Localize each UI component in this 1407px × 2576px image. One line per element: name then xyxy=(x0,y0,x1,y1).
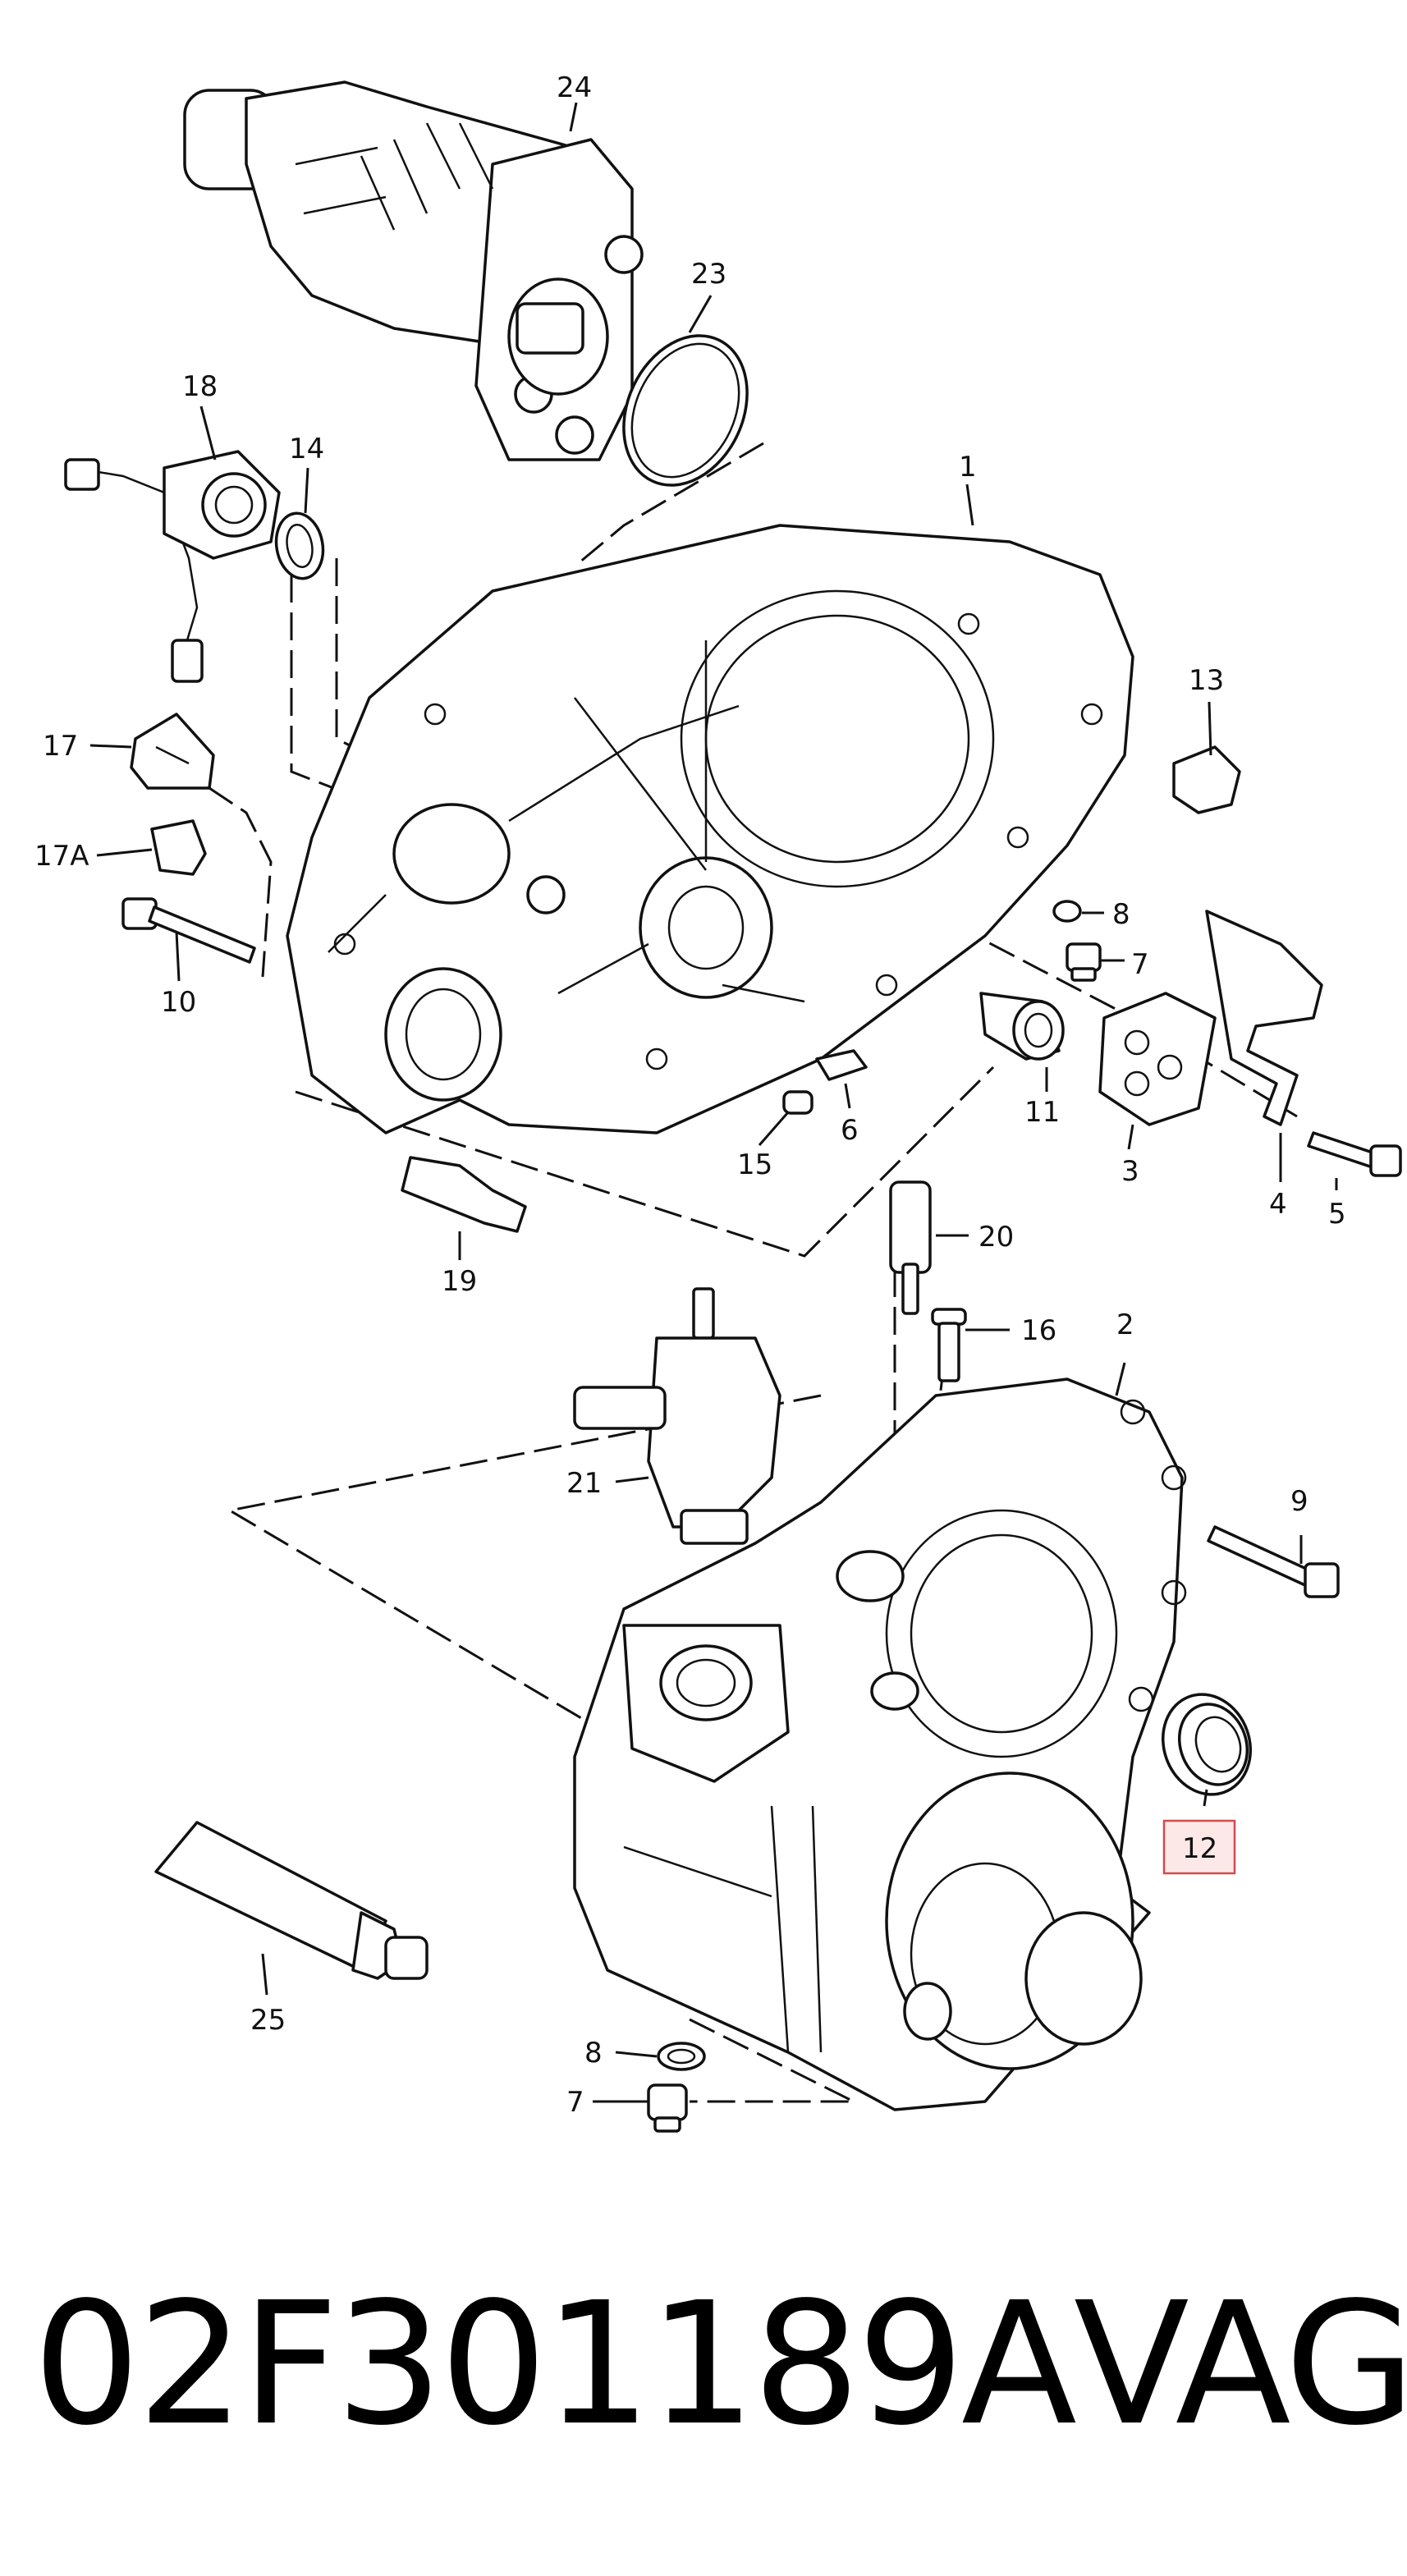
callout-10: 10 xyxy=(161,986,196,1019)
callout-8-upper: 8 xyxy=(1112,898,1130,931)
callout-19: 19 xyxy=(442,1265,477,1298)
leader-lines xyxy=(89,102,1338,2103)
callout-11: 11 xyxy=(1024,1096,1060,1129)
callout-14: 14 xyxy=(289,433,324,465)
bolt-9 xyxy=(1207,1525,1340,1598)
callout-18: 18 xyxy=(182,370,218,403)
callout-15: 15 xyxy=(737,1148,772,1181)
transfer-unit-24 xyxy=(183,80,644,461)
sealant-tube-25 xyxy=(154,1821,429,1980)
callout-17a: 17A xyxy=(34,840,89,873)
brand-name: VAG xyxy=(1073,2266,1407,2463)
plate-3 xyxy=(1098,992,1217,1126)
callout-8-lower: 8 xyxy=(584,2037,603,2070)
callout-5: 5 xyxy=(1328,1198,1346,1231)
callout-24: 24 xyxy=(557,71,592,104)
callout-1: 1 xyxy=(959,451,977,484)
callout-13: 13 xyxy=(1189,664,1224,697)
callout-12: 12 xyxy=(1182,1832,1217,1865)
o-ring-23 xyxy=(622,334,749,487)
oil-seal-12 xyxy=(1161,1693,1253,1796)
pin-20 xyxy=(889,1180,932,1315)
callout-9: 9 xyxy=(1290,1485,1308,1518)
callout-16: 16 xyxy=(1021,1314,1056,1347)
slave-cylinder-18 xyxy=(64,450,281,683)
callout-4: 4 xyxy=(1269,1188,1287,1221)
callout-3: 3 xyxy=(1121,1155,1139,1188)
sensor-19 xyxy=(401,1156,527,1233)
pin-15 xyxy=(782,1090,813,1115)
part-12-highlight xyxy=(1162,1819,1236,1875)
callout-7-lower: 7 xyxy=(566,2086,584,2119)
callout-20: 20 xyxy=(978,1221,1014,1254)
washer-8-upper xyxy=(1052,900,1082,923)
callout-21: 21 xyxy=(566,1467,602,1500)
callout-25: 25 xyxy=(250,2004,286,2037)
callout-6: 6 xyxy=(841,1114,859,1147)
bushing-17a xyxy=(150,819,207,876)
washer-8-lower xyxy=(657,2042,706,2071)
bracket-4 xyxy=(1205,910,1323,1126)
plug-7-lower xyxy=(647,2083,688,2133)
bolt-5 xyxy=(1307,1131,1402,1177)
callout-7-upper: 7 xyxy=(1131,948,1149,981)
bushing-17 xyxy=(130,713,215,790)
callout-2: 2 xyxy=(1116,1309,1134,1341)
part-number: 02F301189A xyxy=(33,2266,1077,2463)
callout-17: 17 xyxy=(43,730,78,763)
bolt-10 xyxy=(121,897,256,964)
valve-21 xyxy=(573,1287,781,1545)
bush-11 xyxy=(979,992,1065,1061)
clip-13 xyxy=(1172,745,1241,814)
seal-14 xyxy=(274,511,325,580)
part-number-banner: 02F301189A VAG xyxy=(33,2266,1407,2463)
callout-23: 23 xyxy=(691,258,726,291)
bell-housing-1 xyxy=(286,524,1134,1134)
plug-7-upper xyxy=(1066,942,1102,982)
magnet-6 xyxy=(815,1049,868,1081)
pin-16 xyxy=(931,1308,967,1382)
callout-numbers: 24 23 18 14 1 13 17 17A 8 7 10 11 6 15 3… xyxy=(34,71,1346,2119)
exploded-parts-diagram: 24 23 18 14 1 13 17 17A 8 7 10 11 6 15 3… xyxy=(34,71,1402,2133)
gearbox-housing-2 xyxy=(573,1377,1187,2111)
